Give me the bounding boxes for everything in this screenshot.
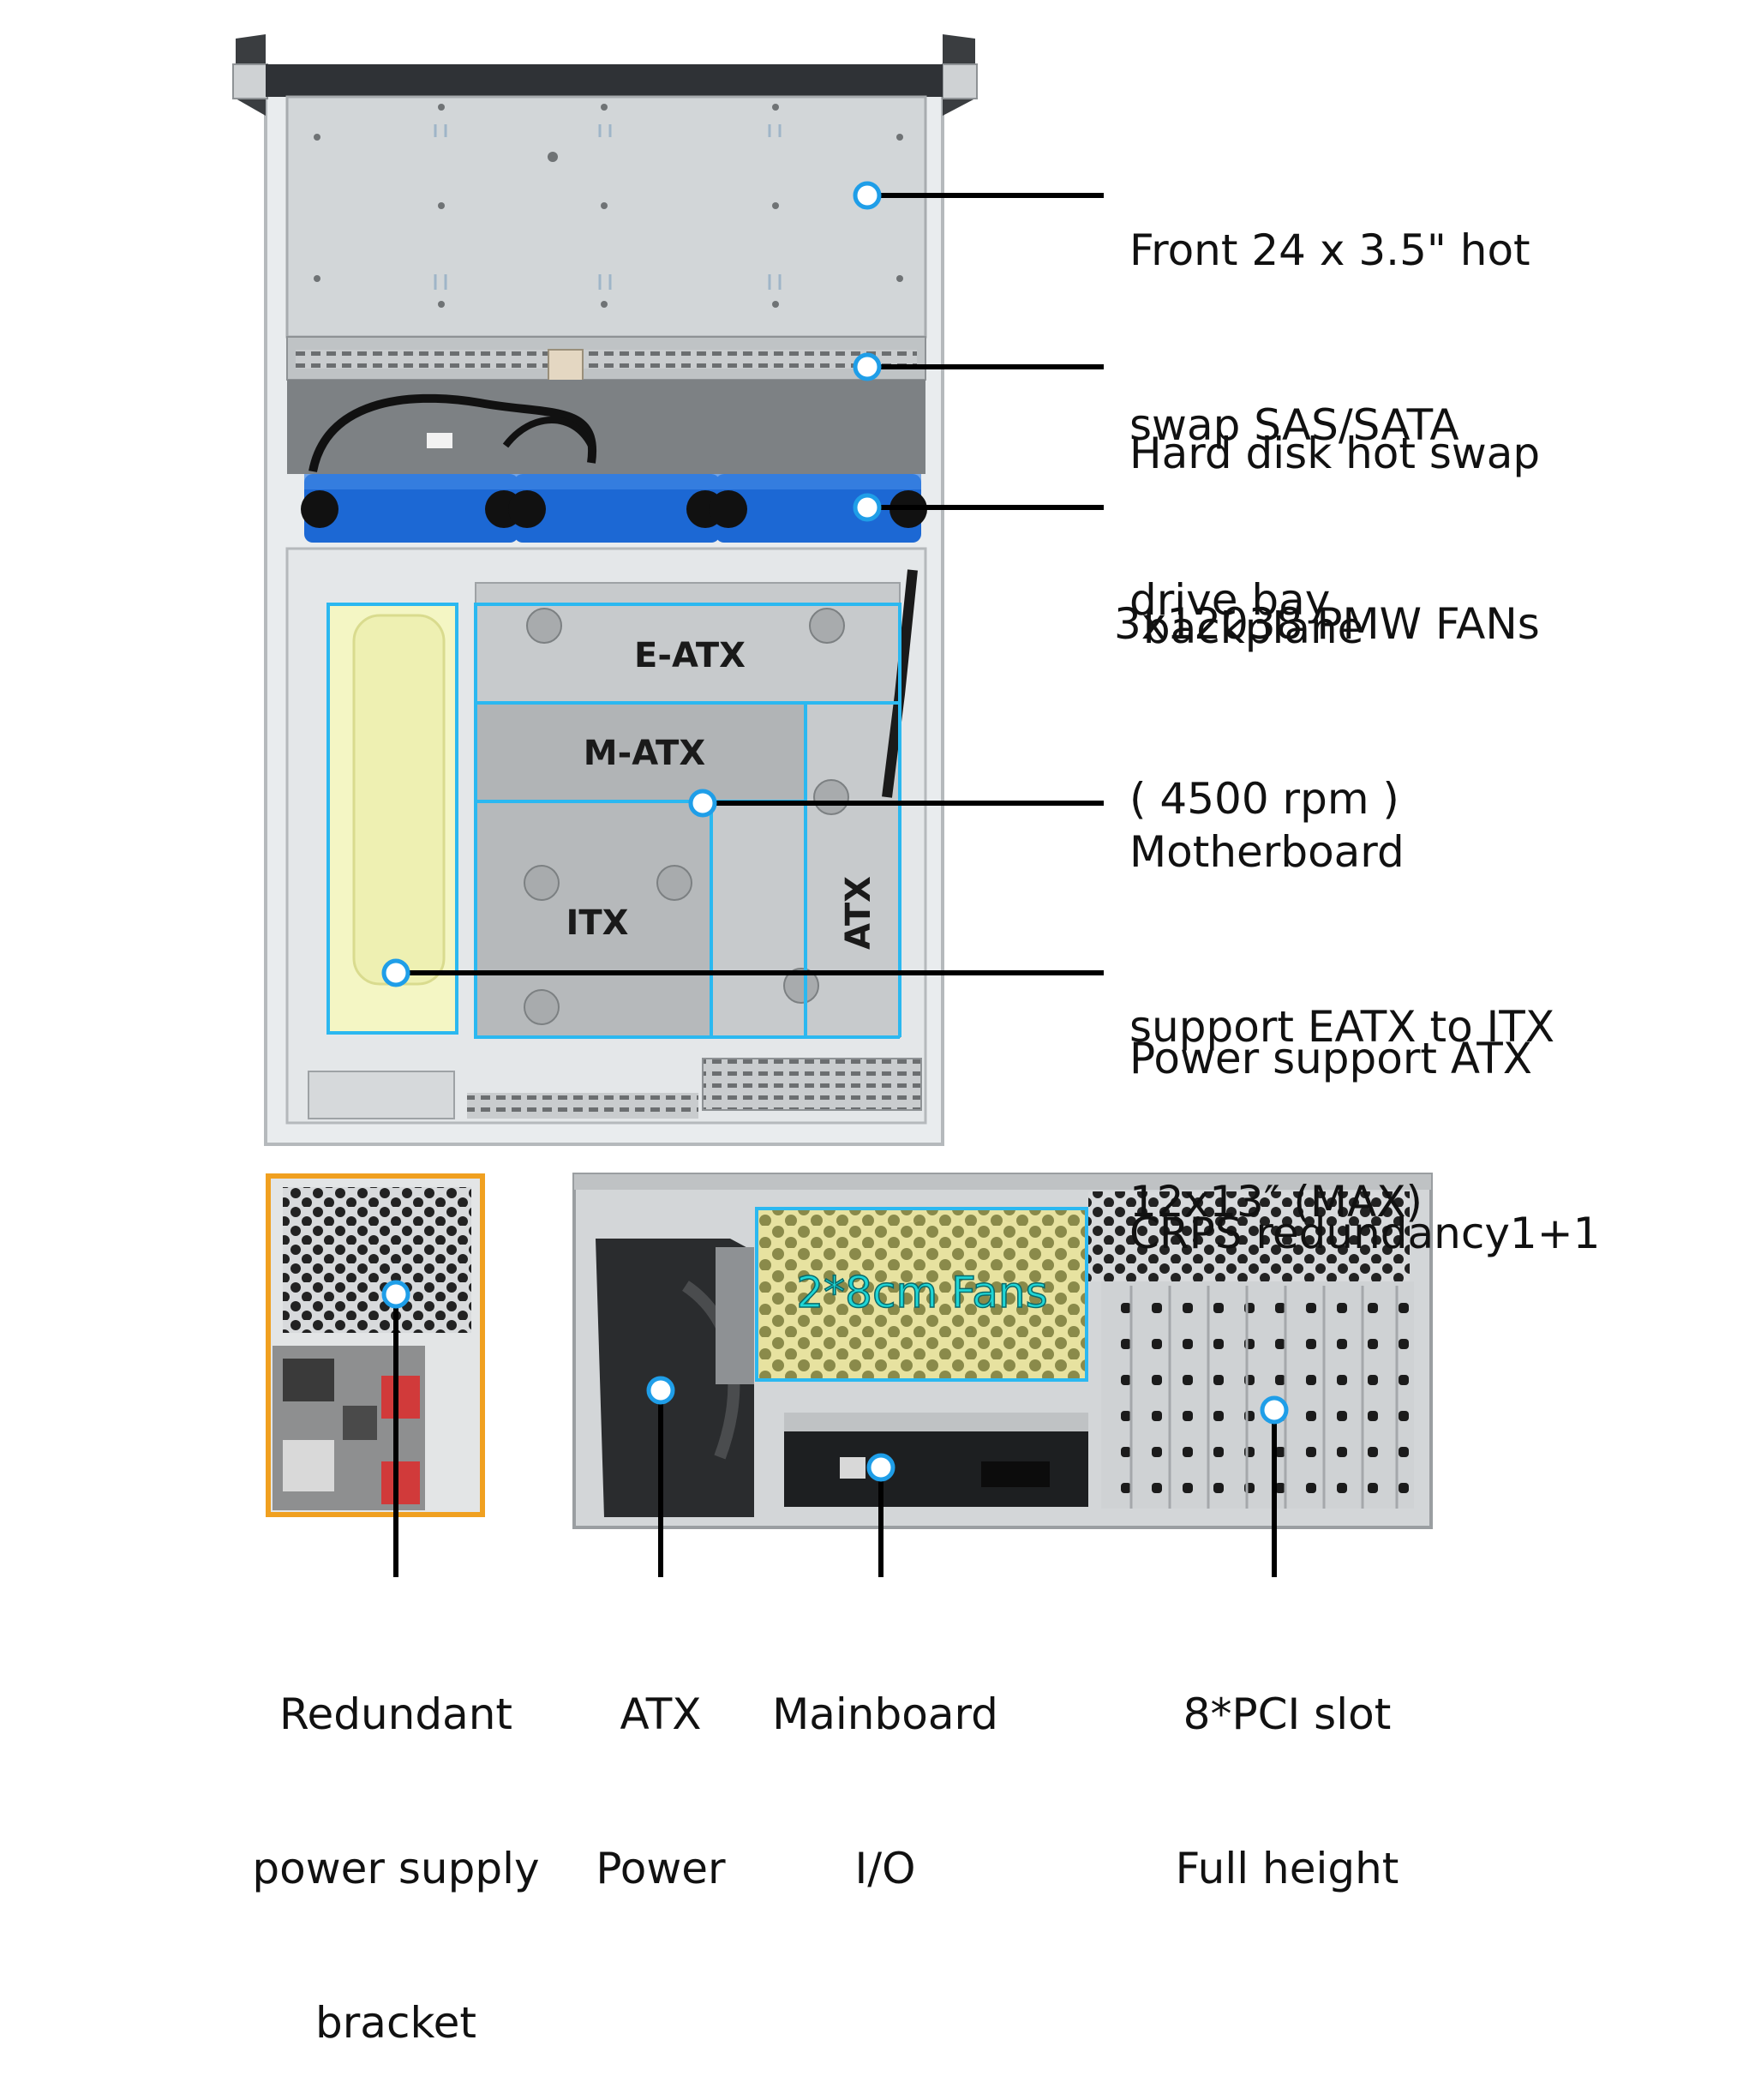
ring-dot-icon [853, 493, 882, 522]
callout-redundant-psu-line1: Redundant [279, 1689, 513, 1739]
leader-lines [393, 193, 1277, 1577]
callout-redundant-psu-line2: power supply [252, 1844, 540, 1893]
callout-drive-bay-line3: drive bay [1129, 575, 1331, 625]
callout-fans-line1: 3x12038 PMW FANs [1114, 599, 1540, 649]
ring-dot-icon [853, 352, 882, 381]
callout-atx-power-line2: Power [596, 1844, 726, 1893]
ring-dot-icon [381, 958, 410, 987]
callout-motherboard-line2: support EATX to ITX [1129, 1002, 1555, 1052]
callout-drive-bay: Front 24 x 3.5" hot swap SAS/SATA drive … [1129, 105, 1530, 687]
callout-mainboard-io-line2: I/O [854, 1844, 916, 1893]
callout-power-line1: Power support ATX [1129, 1034, 1533, 1083]
callout-motherboard-line3: 12x13″ (MAX) [1129, 1177, 1423, 1227]
zone-outlines [326, 603, 901, 1039]
callout-backplane: Hard disk hot swap backplane [1129, 308, 1540, 716]
rear-fans-label: 2*8cm Fans [796, 1268, 1047, 1317]
ring-dot-icon [646, 1376, 675, 1405]
callout-power: Power support ATX CRPS redundancy1+1 [1129, 913, 1600, 1321]
callout-backplane-line2: backplane [1129, 603, 1364, 653]
callout-motherboard: Motherboard support EATX to ITX 12x13″ (… [1129, 706, 1554, 1289]
zone-label-atx: ATX [839, 876, 878, 950]
callout-atx-power: ATX Power [566, 1586, 755, 1946]
zone-label-matx: M-ATX [584, 734, 706, 773]
zone-label-itx: ITX [566, 903, 628, 943]
ring-dot-icon [1260, 1395, 1289, 1425]
callout-pci-slot-line1: 8*PCI slot [1183, 1689, 1392, 1739]
pci-slot-area [1101, 1281, 1414, 1509]
ring-dot-icon [688, 789, 717, 818]
psu-bracket [266, 1173, 485, 1517]
callout-drive-bay-line2: swap SAS/SATA [1129, 400, 1459, 450]
callout-pci-slot: 8*PCI slot Full height [1133, 1586, 1441, 1946]
zone-label-eatx: E-ATX [634, 636, 746, 675]
fan-row [301, 474, 927, 543]
callout-power-line2: CRPS redundancy1+1 [1129, 1209, 1601, 1258]
ring-dot-icon [866, 1453, 895, 1482]
callout-drive-bay-line1: Front 24 x 3.5" hot [1129, 225, 1530, 275]
ring-dot-icon [853, 181, 882, 210]
chassis-top-view: E-ATX M-ATX ITX ATX [232, 34, 978, 1146]
callout-fans-line2: ( 4500 rpm ) [1129, 774, 1399, 824]
callout-mainboard-io: Mainboard I/O [744, 1586, 1027, 1946]
ring-dot-icon [381, 1280, 410, 1309]
callout-atx-power-line1: ATX [620, 1689, 702, 1739]
callout-backplane-line1: Hard disk hot swap [1129, 429, 1541, 478]
callout-mainboard-io-line1: Mainboard [772, 1689, 998, 1739]
callout-fans: 3x12038 PMW FANs ( 4500 rpm ) [1114, 478, 1540, 886]
callout-redundant-psu-line3: bracket [315, 1998, 476, 2048]
chassis-illustration: E-ATX M-ATX ITX ATX 2*8cm Fans [232, 34, 1433, 1577]
chassis-diagram: E-ATX M-ATX ITX ATX 2*8cm Fans [232, 34, 1600, 2048]
callout-pci-slot-line2: Full height [1175, 1844, 1399, 1893]
callout-redundant-psu: Redundant power supply bracket [242, 1586, 550, 2100]
rear-panel: 2*8cm Fans [572, 1173, 1433, 1529]
callout-motherboard-line1: Motherboard [1129, 827, 1405, 877]
